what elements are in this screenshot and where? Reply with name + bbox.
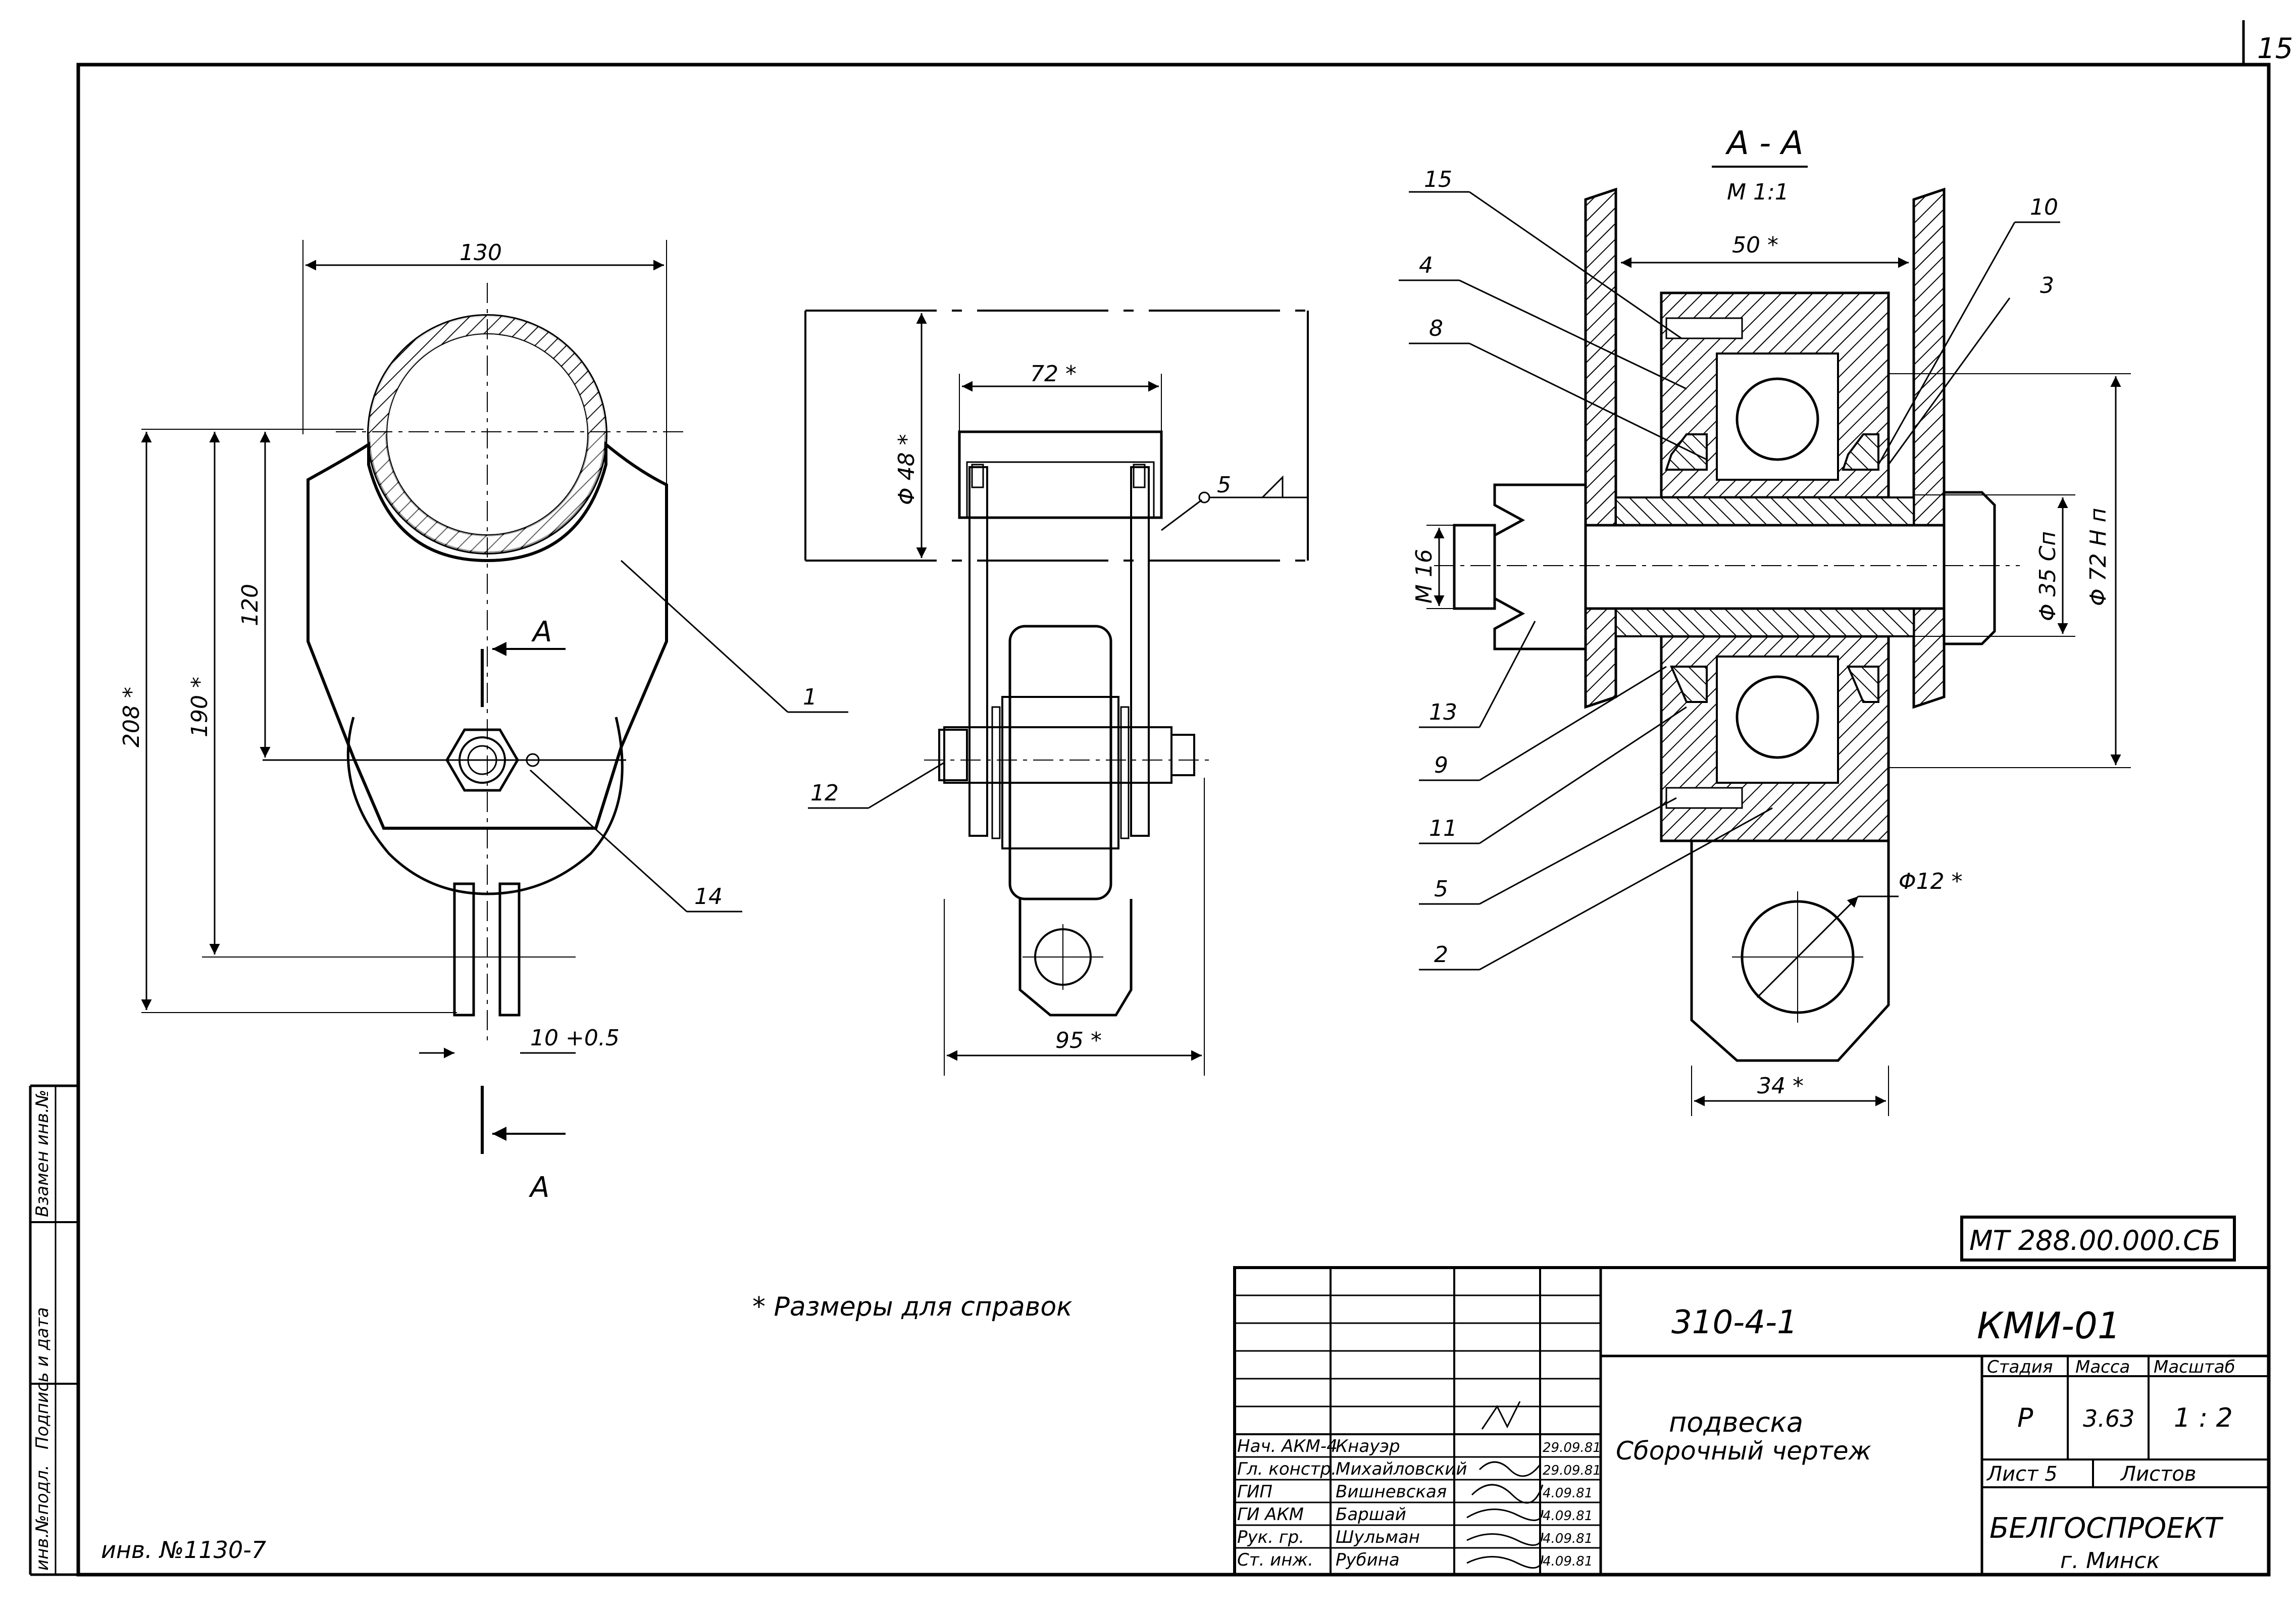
weld-size: 5 xyxy=(1217,472,1231,498)
callout-1: 1 xyxy=(803,684,817,710)
sheet-frame xyxy=(29,20,2271,1577)
dim-208: 208 * xyxy=(119,687,144,747)
drawing-name-2: Сборочный чертеж xyxy=(1616,1436,1871,1466)
staff-date-5: 4.09.81 xyxy=(1543,1531,1593,1546)
staff-date-6: 4.09.81 xyxy=(1543,1554,1593,1569)
doc-code: МТ 288.00.000.СБ xyxy=(1969,1225,2221,1256)
side-label-3: Взамен инв.№ xyxy=(32,1090,53,1217)
section-title: A - A xyxy=(1725,125,1803,162)
staff-date-1: 29.09.81 xyxy=(1543,1440,1601,1455)
scale-header: Масштаб xyxy=(2154,1357,2235,1377)
dim-10: 10 +0.5 xyxy=(530,1025,620,1051)
section-scale: М 1:1 xyxy=(1727,179,1789,205)
callout-8: 8 xyxy=(1429,316,1443,341)
page-number: 15 xyxy=(2257,32,2293,65)
sheet-number: Лист 5 xyxy=(1986,1463,2058,1486)
callout-2: 2 xyxy=(1434,942,1448,968)
stage-value: Р xyxy=(2017,1403,2033,1433)
staff-role-5: Рук. гр. xyxy=(1237,1527,1304,1547)
cut-mark-top: А xyxy=(531,616,552,648)
staff-name-5: Шульман xyxy=(1336,1527,1420,1547)
dim-190: 190 * xyxy=(187,677,213,737)
callout-10: 10 xyxy=(2030,194,2058,220)
callout-15: 15 xyxy=(1424,167,1452,192)
reference-note: * Размеры для справок xyxy=(752,1292,1073,1322)
side-view xyxy=(804,310,1309,1076)
mass-header: Масса xyxy=(2075,1357,2130,1377)
staff-name-2: Михайловский xyxy=(1336,1459,1467,1479)
callout-12: 12 xyxy=(810,780,839,806)
staff-role-2: Гл. констр. xyxy=(1237,1459,1337,1479)
drawing-name-1: подвеска xyxy=(1669,1406,1803,1438)
callout-9: 9 xyxy=(1434,752,1448,778)
staff-role-1: Нач. АКМ-4 xyxy=(1237,1436,1338,1456)
dim-95: 95 * xyxy=(1055,1028,1102,1053)
cut-mark-bottom: А xyxy=(529,1171,549,1204)
inventory-number: инв. №1130-7 xyxy=(101,1536,266,1564)
dim-50: 50 * xyxy=(1732,232,1778,258)
mark: КМИ-01 xyxy=(1977,1304,2121,1347)
dim-48: Φ 48 * xyxy=(894,434,920,505)
staff-date-3: 4.09.81 xyxy=(1543,1486,1593,1501)
side-label-1: инв.№подл. xyxy=(32,1465,53,1571)
dim-12: Φ12 * xyxy=(1899,869,1963,894)
callout-3: 3 xyxy=(2040,273,2054,298)
side-label-2: Подпись и дата xyxy=(32,1307,53,1449)
section-view xyxy=(1399,166,2131,1116)
stage-header: Стадия xyxy=(1987,1357,2053,1377)
staff-name-4: Баршай xyxy=(1336,1504,1406,1525)
callout-13: 13 xyxy=(1429,699,1457,725)
staff-date-2: 29.09.81 xyxy=(1543,1463,1601,1478)
staff-name-1: Кнауэр xyxy=(1336,1436,1400,1456)
staff-role-4: ГИ АКМ xyxy=(1237,1504,1304,1525)
callout-11: 11 xyxy=(1429,816,1457,841)
staff-name-3: Вишневская xyxy=(1336,1482,1447,1502)
dim-m16: М 16 xyxy=(1411,549,1437,603)
callout-14: 14 xyxy=(694,884,723,910)
dim-35: Φ 35 Сп xyxy=(2035,531,2061,621)
mass-value: 3.63 xyxy=(2083,1405,2134,1432)
dim-34: 34 * xyxy=(1757,1073,1804,1099)
dim-130: 130 xyxy=(460,240,502,266)
staff-name-6: Рубина xyxy=(1336,1550,1400,1570)
scale-value: 1 : 2 xyxy=(2174,1403,2233,1433)
organization: БЕЛГОСПРОЕКТ xyxy=(1989,1512,2223,1545)
staff-role-6: Ст. инж. xyxy=(1237,1550,1313,1570)
callout-5: 5 xyxy=(1434,876,1448,902)
staff-role-3: ГИП xyxy=(1237,1482,1272,1502)
series: 310-4-1 xyxy=(1671,1304,1798,1341)
dim-120: 120 xyxy=(237,584,263,626)
staff-date-4: 4.09.81 xyxy=(1543,1508,1593,1524)
title-block-grid xyxy=(1233,1216,2270,1576)
front-view xyxy=(141,240,848,1154)
city: г. Минск xyxy=(2060,1548,2160,1574)
dim-72h: Φ 72 Н п xyxy=(2085,508,2111,606)
callout-4: 4 xyxy=(1419,253,1433,278)
dim-72: 72 * xyxy=(1030,361,1077,387)
sheets-count: Листов xyxy=(2120,1463,2196,1486)
